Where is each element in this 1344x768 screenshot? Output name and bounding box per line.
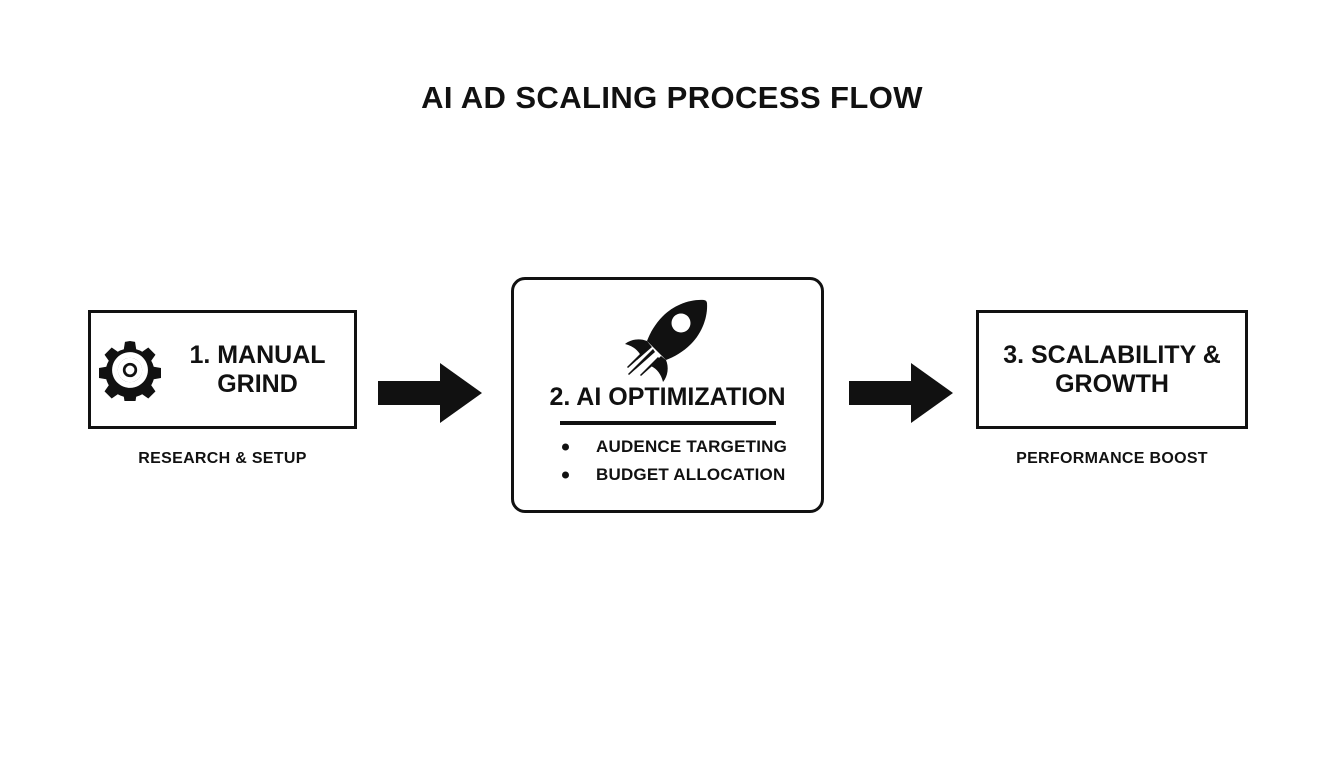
- list-item: AUDENCE TARGETING: [561, 433, 788, 461]
- step-2-divider: [559, 420, 776, 425]
- arrow-step2-to-step3: [849, 361, 953, 425]
- gear-icon: [99, 339, 161, 401]
- step-box-3[interactable]: 3. SCALABILITY & GROWTH: [976, 310, 1248, 429]
- step-2-label: 2. AI OPTIMIZATION: [549, 383, 786, 411]
- step-box-1[interactable]: 1. MANUAL GRIND: [88, 310, 357, 429]
- bullet-dot-icon: [561, 443, 569, 451]
- step-1-content: 1. MANUAL GRIND: [99, 339, 344, 401]
- step-2-bullet-2: BUDGET ALLOCATION: [595, 464, 786, 484]
- step-1-label: 1. MANUAL GRIND: [189, 340, 326, 398]
- step-2-bullet-list: AUDENCE TARGETING BUDGET ALLOCATION: [548, 433, 787, 489]
- bullet-dot-icon: [561, 471, 569, 479]
- step-box-2[interactable]: 2. AI OPTIMIZATION AUDENCE TARGETING BUD…: [511, 277, 824, 513]
- step-2-bullet-1: AUDENCE TARGETING: [595, 436, 788, 456]
- step-3-label: 3. SCALABILITY & GROWTH: [1003, 340, 1221, 398]
- rocket-icon: [622, 296, 714, 382]
- arrow-step1-to-step2: [378, 361, 482, 425]
- list-item: BUDGET ALLOCATION: [561, 461, 787, 489]
- page-title: AI AD SCALING PROCESS FLOW: [421, 80, 923, 115]
- step-3-caption: PERFORMANCE BOOST: [1016, 450, 1208, 467]
- step-1-caption: RESEARCH & SETUP: [138, 450, 307, 467]
